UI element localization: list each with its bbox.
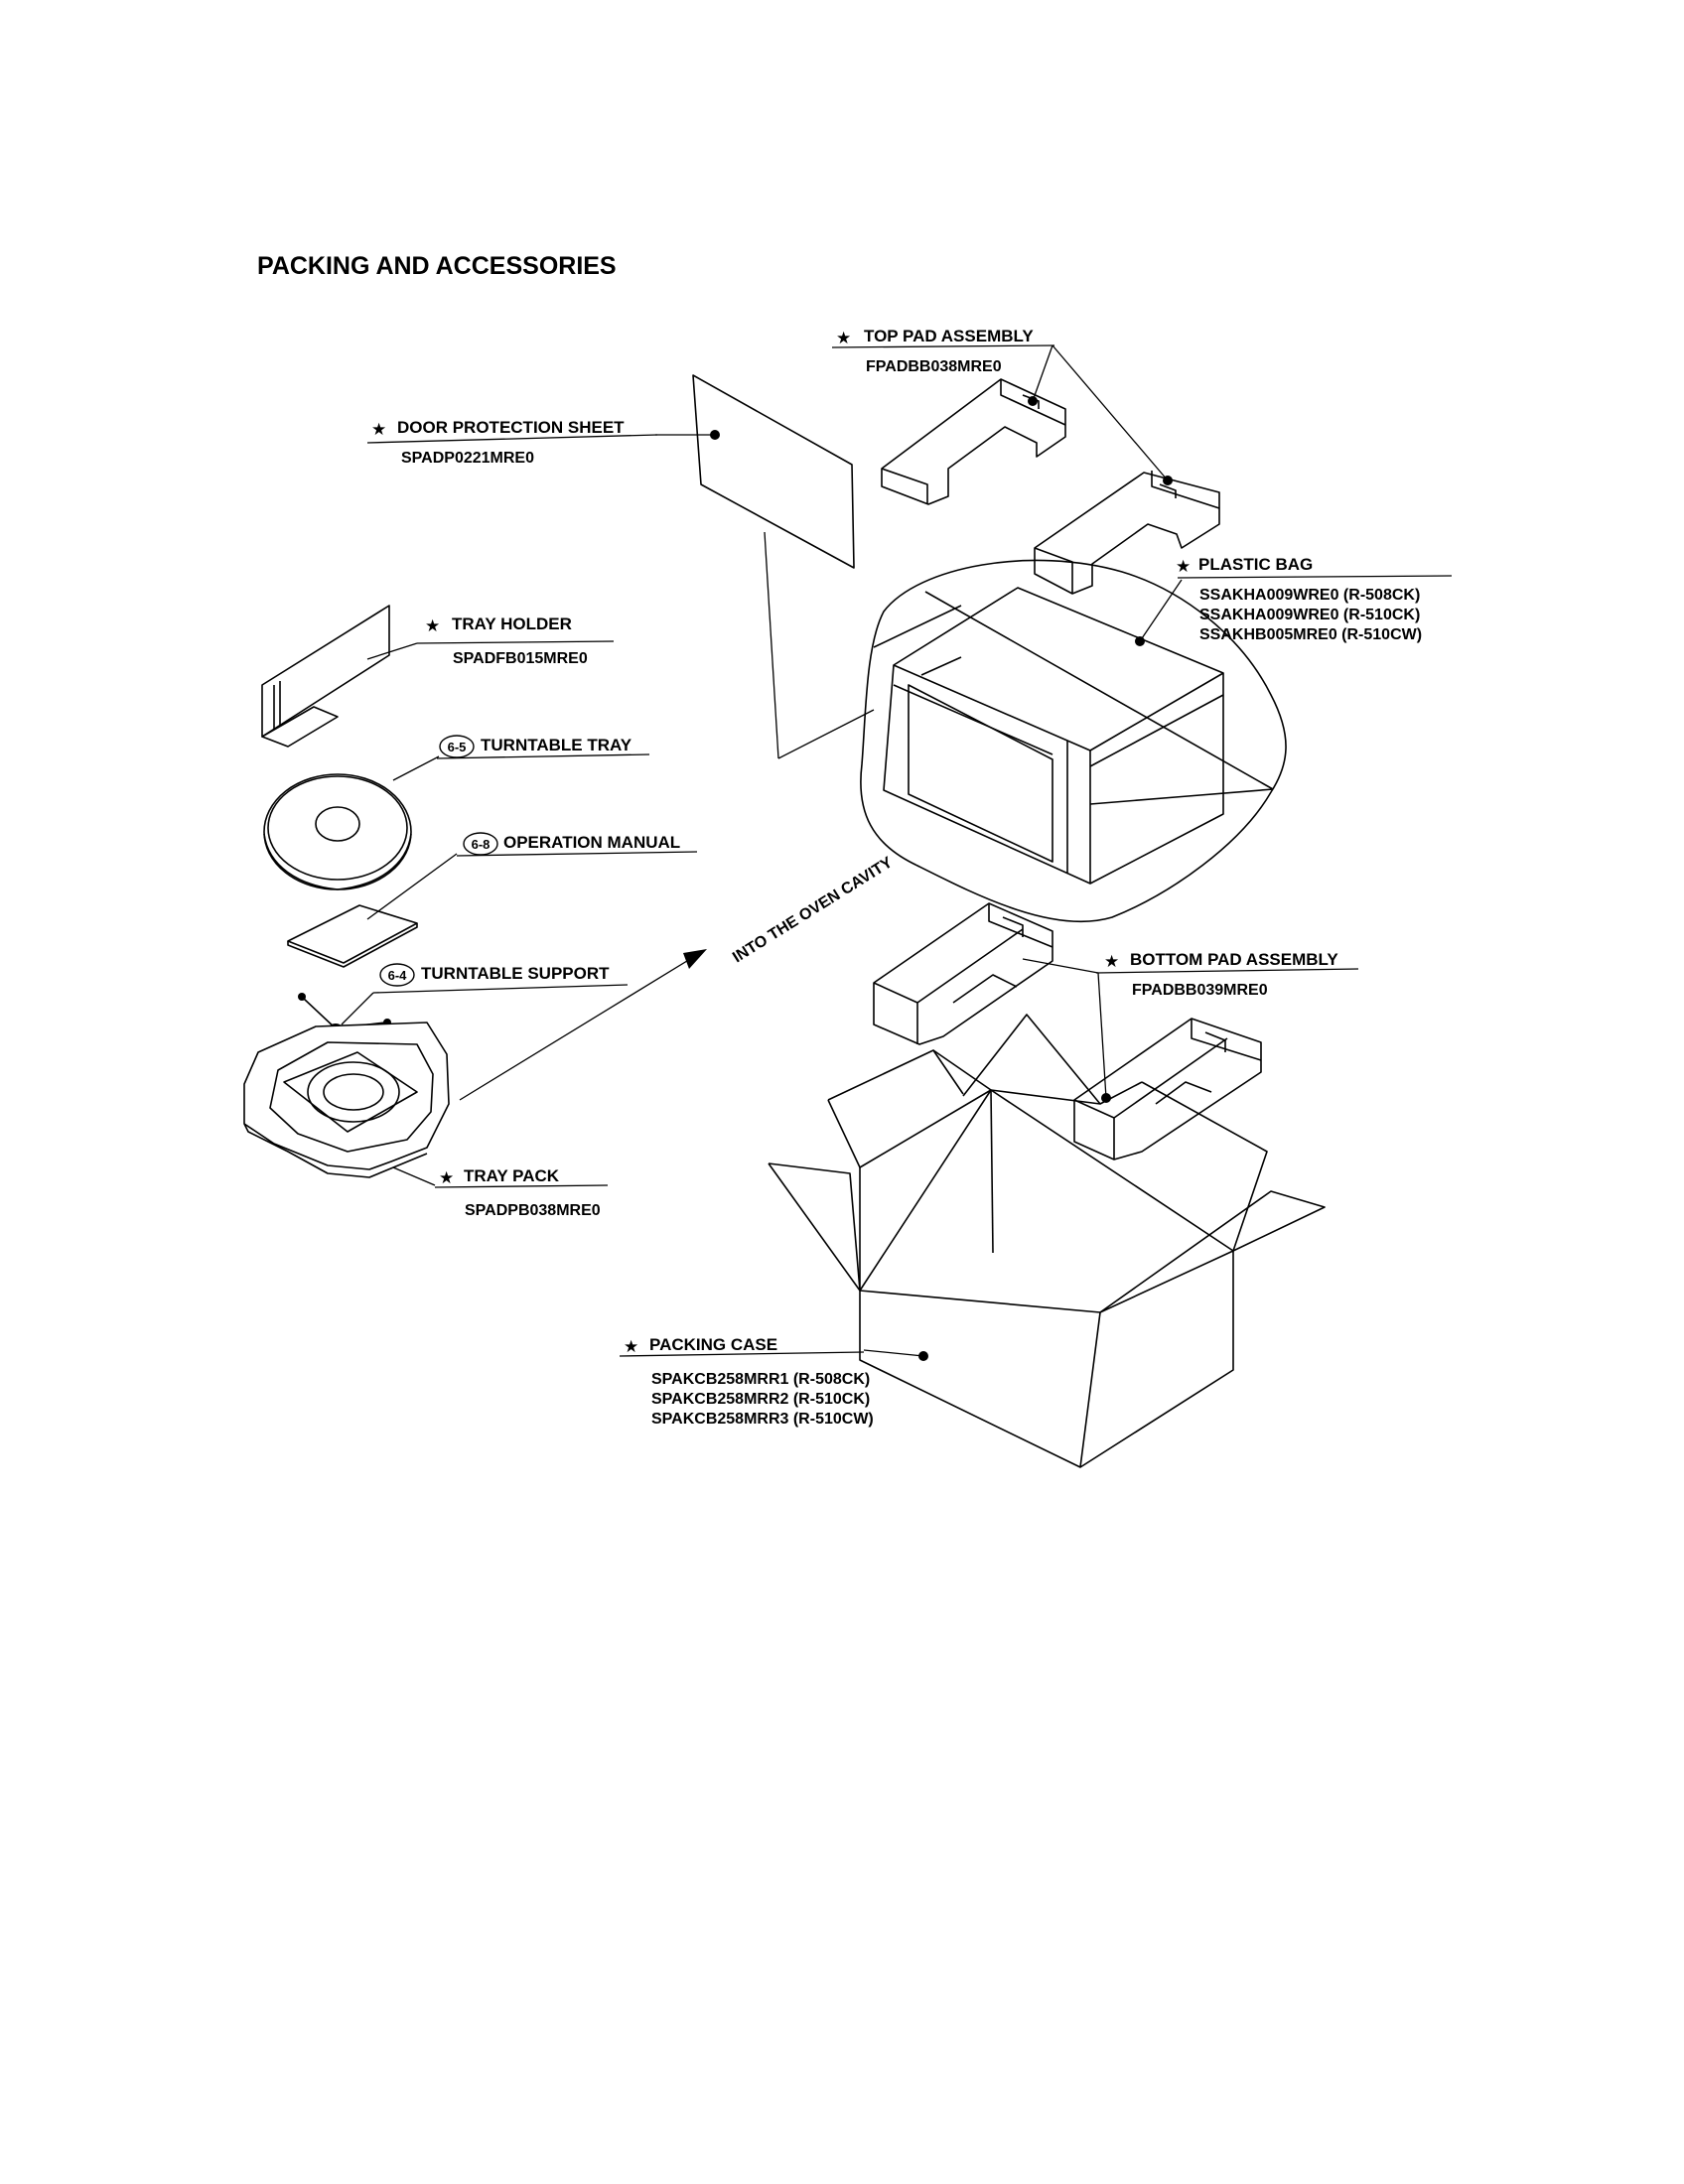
star-icon: ★ — [624, 1337, 638, 1356]
plastic-bag-code-1: SSAKHA009WRE0 (R-508CK) — [1199, 587, 1420, 604]
packing-case-code-3: SPAKCB258MRR3 (R-510CW) — [651, 1411, 874, 1428]
tray-pack-code: SPADPB038MRE0 — [465, 1202, 601, 1219]
operation-manual-drawing — [287, 904, 418, 968]
operation-manual-name: OPERATION MANUAL — [503, 833, 680, 852]
label-plastic-bag: ★ PLASTIC BAG SSAKHA009WRE0 (R-508CK) SS… — [1176, 555, 1453, 643]
operation-manual-ref: 6-8 — [472, 837, 491, 852]
plastic-bag-name: PLASTIC BAG — [1198, 555, 1313, 574]
top-pad-drawing — [881, 378, 1220, 595]
label-door-sheet: ★ DOOR PROTECTION SHEET SPADP0221MRE0 — [366, 418, 658, 467]
top-pad-name: TOP PAD ASSEMBLY — [864, 327, 1034, 345]
label-bottom-pad: ★ BOTTOM PAD ASSEMBLY FPADBB039MRE0 — [1095, 950, 1359, 999]
leader-lines — [341, 344, 1183, 1361]
packing-case-name: PACKING CASE — [649, 1335, 777, 1354]
bottom-pad-drawing — [873, 902, 1262, 1160]
label-operation-manual: 6-8 OPERATION MANUAL — [456, 832, 698, 857]
tray-pack-drawing — [243, 1022, 450, 1178]
label-turntable-support: 6-4 TURNTABLE SUPPORT — [372, 963, 629, 994]
bottom-pad-name: BOTTOM PAD ASSEMBLY — [1130, 950, 1338, 969]
star-icon: ★ — [439, 1168, 454, 1187]
star-icon: ★ — [1176, 557, 1191, 576]
label-turntable-tray: 6-5 TURNTABLE TRAY — [436, 735, 650, 759]
plastic-bag-code-3: SSAKHB005MRE0 (R-510CW) — [1199, 626, 1422, 643]
sheet-guide-lines — [764, 531, 875, 759]
star-icon: ★ — [371, 420, 386, 439]
tray-holder-name: TRAY HOLDER — [452, 614, 572, 633]
label-tray-holder: ★ TRAY HOLDER SPADFB015MRE0 — [416, 614, 615, 667]
turntable-support-name: TURNTABLE SUPPORT — [421, 964, 610, 983]
tray-holder-code: SPADFB015MRE0 — [453, 650, 588, 667]
turntable-support-ref: 6-4 — [388, 968, 408, 983]
label-top-pad: ★ TOP PAD ASSEMBLY FPADBB038MRE0 — [831, 327, 1055, 375]
tray-holder-drawing — [261, 605, 390, 748]
arrow-label: INTO THE OVEN CAVITY — [730, 854, 896, 966]
bottom-pad-code: FPADBB039MRE0 — [1132, 982, 1268, 999]
tray-pack-name: TRAY PACK — [464, 1166, 560, 1185]
packing-case-code-2: SPAKCB258MRR2 (R-510CK) — [651, 1391, 870, 1408]
microwave-oven-drawing — [860, 559, 1287, 922]
turntable-tray-drawing — [263, 773, 412, 890]
packing-case-code-1: SPAKCB258MRR1 (R-508CK) — [651, 1371, 870, 1388]
top-pad-code: FPADBB038MRE0 — [866, 358, 1002, 375]
ref-circle-icon — [379, 963, 415, 987]
door-sheet-code: SPADP0221MRE0 — [401, 450, 534, 467]
star-icon: ★ — [425, 616, 440, 635]
door-sheet-name: DOOR PROTECTION SHEET — [397, 418, 625, 437]
plastic-bag-code-2: SSAKHA009WRE0 (R-510CK) — [1199, 607, 1420, 623]
label-tray-pack: ★ TRAY PACK SPADPB038MRE0 — [434, 1166, 609, 1219]
turntable-tray-name: TURNTABLE TRAY — [481, 736, 632, 754]
turntable-tray-ref: 6-5 — [448, 740, 467, 754]
star-icon: ★ — [836, 329, 851, 347]
door-protection-sheet-drawing — [692, 374, 855, 569]
star-icon: ★ — [1104, 952, 1119, 971]
page-title: PACKING AND ACCESSORIES — [257, 252, 617, 280]
packing-case-drawing — [768, 1014, 1326, 1468]
label-packing-case: ★ PACKING CASE SPAKCB258MRR1 (R-508CK) S… — [619, 1335, 874, 1428]
